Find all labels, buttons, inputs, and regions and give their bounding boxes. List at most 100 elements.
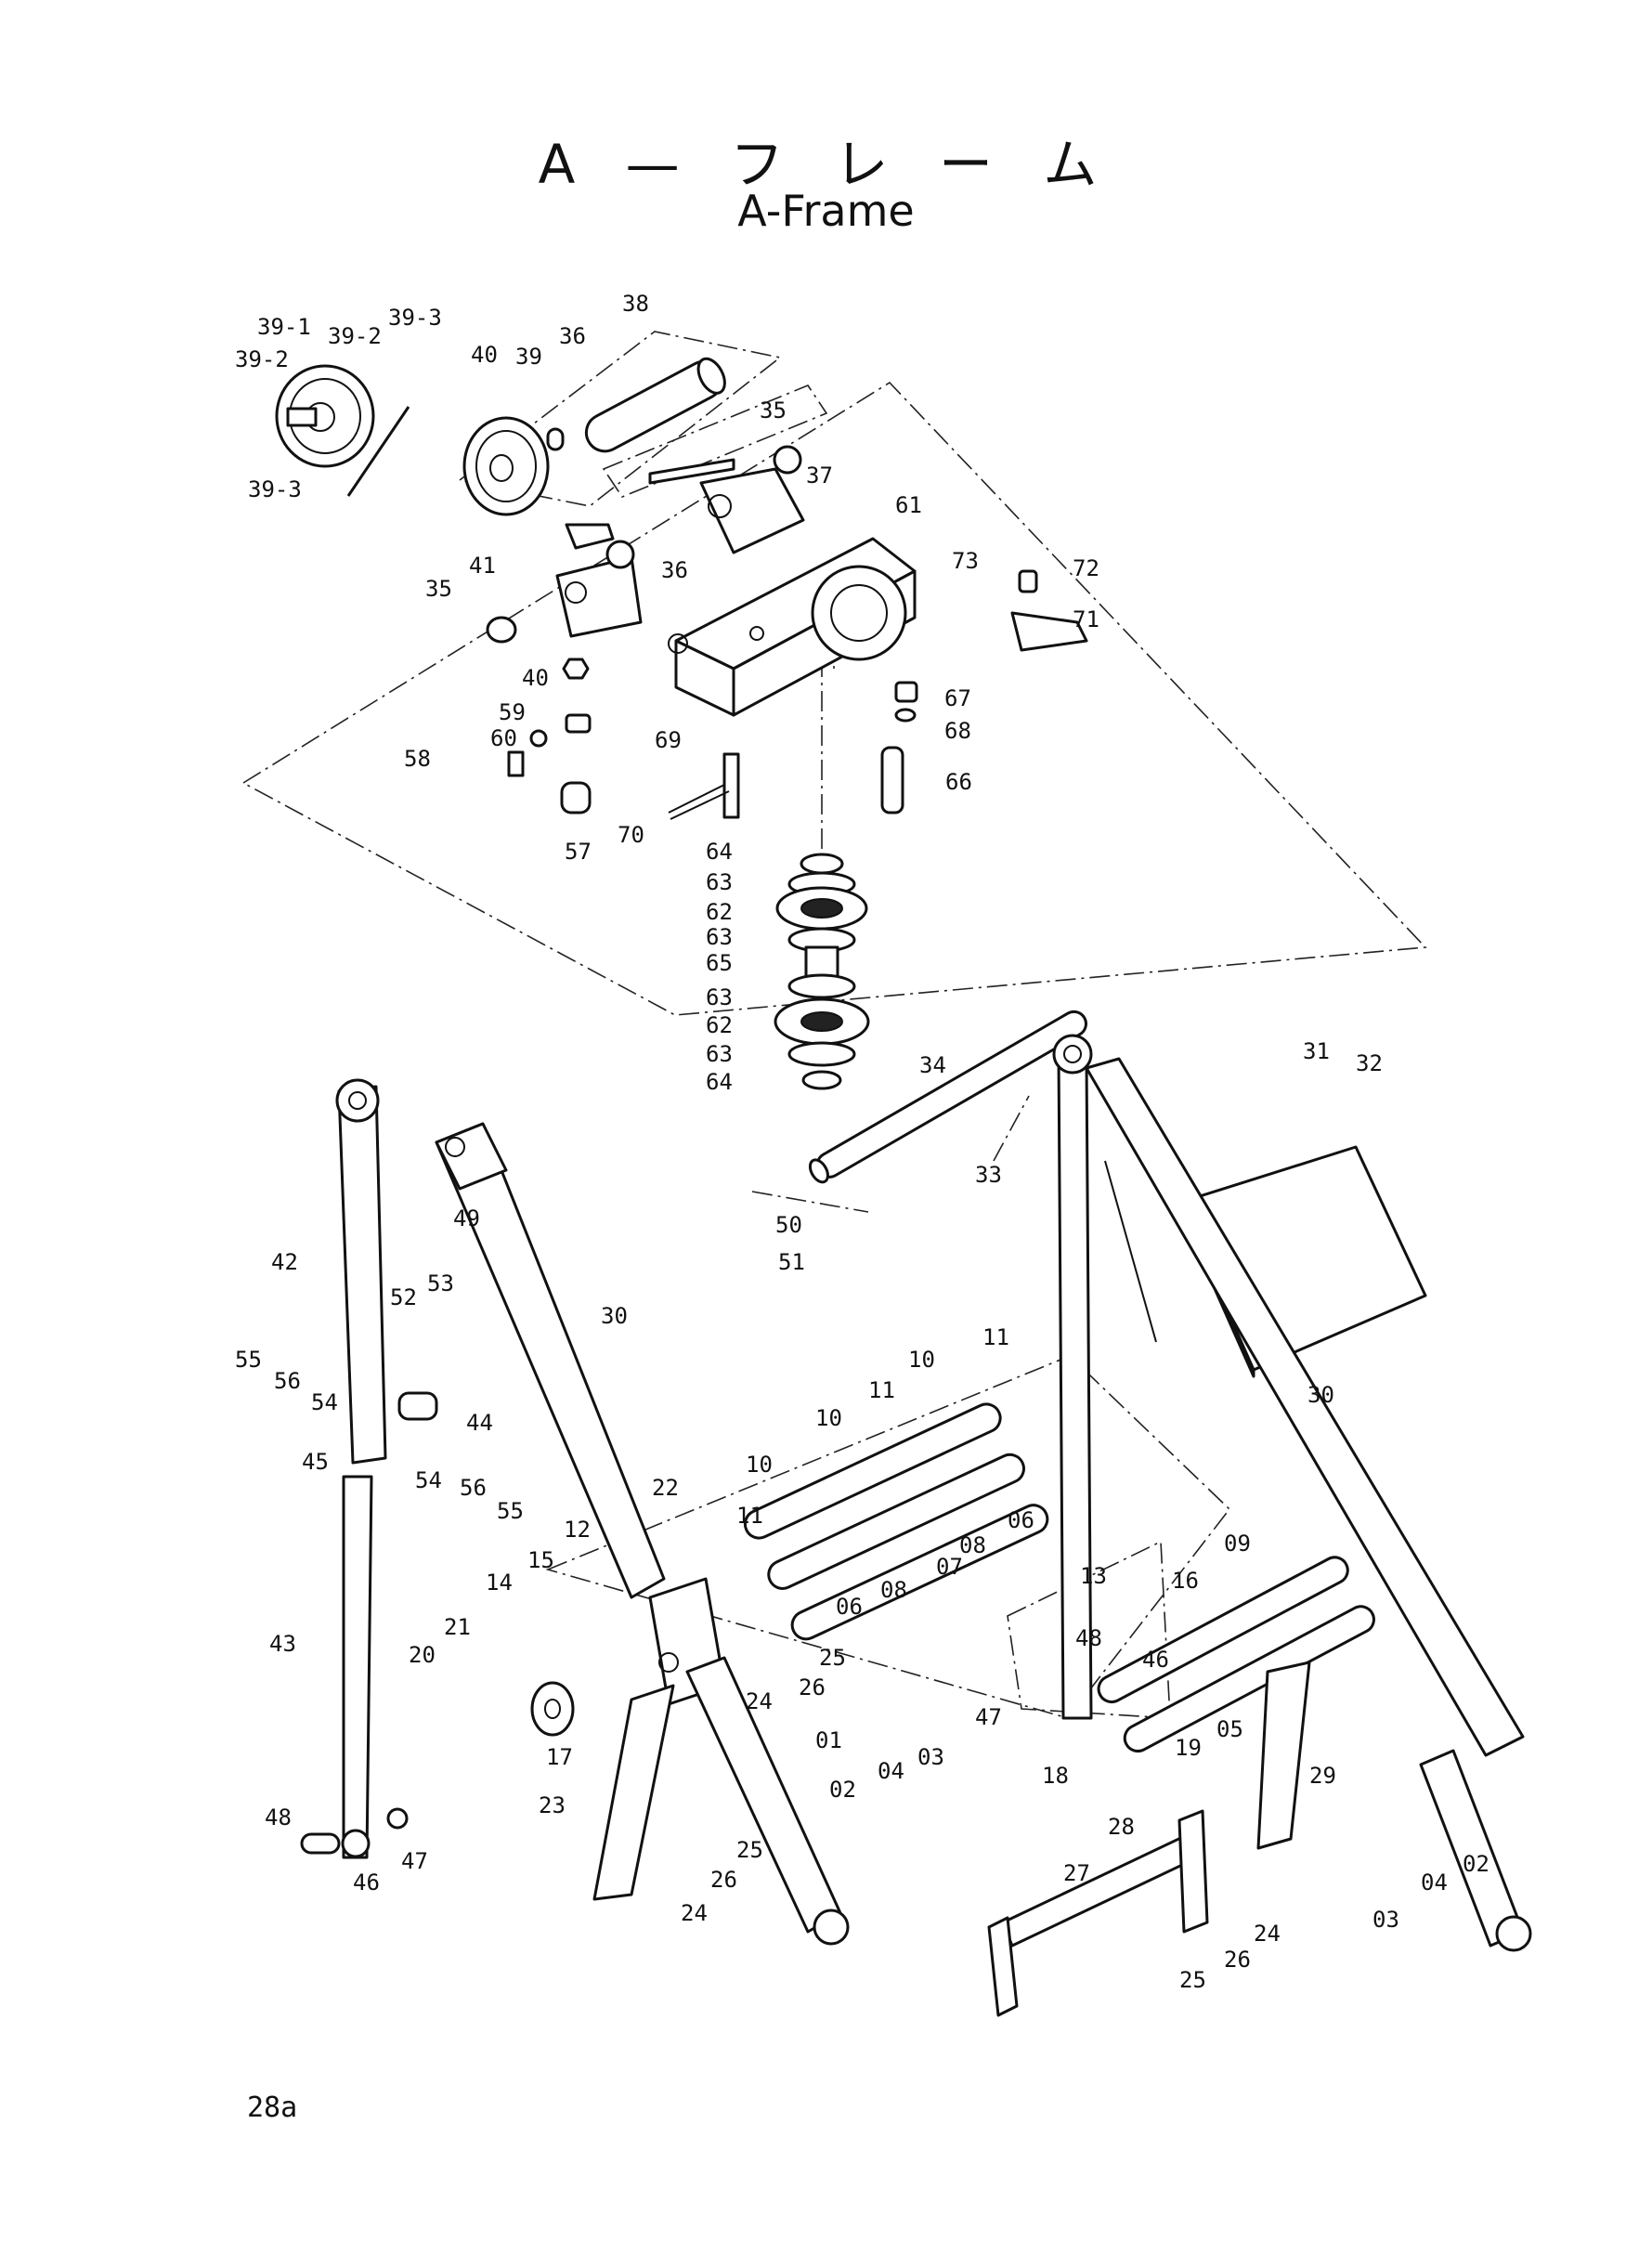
callout-label: 56	[460, 1475, 487, 1501]
arm-right	[1256, 1661, 1311, 1850]
callout-label: 31	[1303, 1038, 1330, 1064]
callout-label: 30	[601, 1303, 628, 1329]
roller-assembly	[743, 1402, 1049, 1641]
collar-35-lower	[486, 616, 517, 644]
callout-label: 24	[746, 1688, 773, 1714]
callout-label: 11	[736, 1503, 763, 1529]
callout-label: 47	[975, 1704, 1002, 1730]
callout-label: 34	[919, 1052, 946, 1078]
roller-pin-boundary	[602, 384, 828, 498]
callout-label: 55	[235, 1347, 262, 1373]
callout-label: 11	[982, 1324, 1009, 1350]
callout-label: 63	[706, 984, 733, 1010]
link-43	[341, 1475, 373, 1859]
callout-label: 03	[1372, 1907, 1399, 1933]
callout-label: 46	[353, 1870, 380, 1896]
sheave-stack	[774, 853, 870, 1090]
callout-label: 46	[1142, 1647, 1169, 1673]
callout-label: 64	[706, 1069, 733, 1095]
callout-label: 69	[655, 727, 682, 753]
callout-label: 26	[799, 1674, 826, 1700]
callout-label: 29	[1309, 1763, 1336, 1789]
callout-label: 56	[274, 1368, 301, 1394]
clip-69-70	[668, 752, 740, 820]
callout-label: 13	[1080, 1563, 1107, 1589]
callout-label: 57	[565, 839, 592, 865]
callout-label: 27	[1063, 1860, 1090, 1886]
callout-label: 48	[265, 1804, 292, 1831]
callout-label: 06	[1008, 1507, 1034, 1533]
strut-30-left	[435, 1122, 666, 1599]
split-line	[346, 406, 410, 497]
callout-label: 11	[868, 1377, 895, 1403]
pin-44	[397, 1391, 438, 1421]
collar-36-lower	[605, 540, 635, 569]
rod-34	[808, 1010, 1087, 1184]
pin-66	[880, 681, 918, 814]
callout-label: 25	[1179, 1967, 1206, 1993]
callout-label: 61	[895, 492, 922, 518]
callout-label: 03	[917, 1744, 944, 1770]
callout-label: 21	[444, 1614, 471, 1640]
sheave-39	[462, 416, 550, 516]
callout-label: 22	[652, 1475, 679, 1501]
callout-label: 02	[829, 1777, 856, 1803]
sheave-group-boundary	[458, 331, 782, 507]
callout-label: 26	[710, 1867, 737, 1893]
callout-label: 26	[1224, 1947, 1251, 1973]
callout-label: 39	[515, 344, 542, 370]
callout-label: 45	[302, 1449, 329, 1475]
callout-label: 06	[836, 1594, 863, 1620]
callout-label: 65	[706, 950, 733, 976]
collar-35-upper	[773, 445, 802, 475]
callout-label: 60	[490, 725, 517, 751]
callout-label: 05	[1216, 1716, 1243, 1742]
callout-label: 08	[959, 1532, 986, 1558]
callout-label: 10	[746, 1452, 773, 1478]
callout-label: 09	[1224, 1531, 1251, 1557]
callout-label: 48	[1075, 1625, 1102, 1651]
callout-label: 41	[469, 553, 496, 579]
callout-label: 04	[878, 1758, 904, 1784]
callout-label: 39-3	[388, 305, 442, 331]
callout-label: 70	[618, 822, 644, 848]
callout-label: 50	[775, 1212, 802, 1238]
callout-label: 62	[706, 899, 733, 925]
bracket-37	[648, 458, 805, 554]
callout-label: 04	[1421, 1870, 1448, 1896]
fork-71	[1010, 569, 1088, 652]
callout-label: 59	[499, 699, 526, 725]
callout-label: 35	[760, 397, 787, 423]
callout-label: 55	[497, 1498, 524, 1524]
part-58-59-60-57	[507, 713, 592, 814]
callout-label: 24	[681, 1900, 708, 1926]
callout-label: 14	[486, 1570, 513, 1596]
link-42	[335, 1078, 387, 1465]
callout-label: 40	[471, 342, 498, 368]
callout-label: 63	[706, 924, 733, 950]
callout-label: 43	[269, 1631, 296, 1657]
callout-label: 38	[622, 291, 649, 317]
sheave-frame-61	[668, 537, 917, 717]
nut-40	[562, 658, 590, 680]
callout-label: 07	[936, 1554, 963, 1580]
callout-label: 66	[945, 769, 972, 795]
callout-label: 08	[880, 1577, 907, 1603]
callout-label: 24	[1254, 1921, 1281, 1947]
callout-label: 42	[271, 1249, 298, 1275]
title-english: A-Frame	[737, 186, 915, 236]
callout-label: 39-2	[328, 323, 382, 349]
callout-label: 51	[778, 1249, 805, 1275]
callout-label: 25	[819, 1645, 846, 1671]
shaft-38	[584, 357, 726, 453]
callout-label: 02	[1463, 1851, 1489, 1877]
callout-label: 62	[706, 1012, 733, 1038]
callout-label: 54	[311, 1389, 338, 1415]
roller-assembly-boundary	[545, 1355, 1231, 1719]
callout-label: 32	[1356, 1050, 1383, 1076]
title-japanese: A — フ レ ー ム	[538, 133, 1114, 196]
callout-label: 44	[466, 1410, 493, 1436]
callout-label: 37	[806, 463, 833, 489]
callout-label: 52	[390, 1284, 417, 1310]
